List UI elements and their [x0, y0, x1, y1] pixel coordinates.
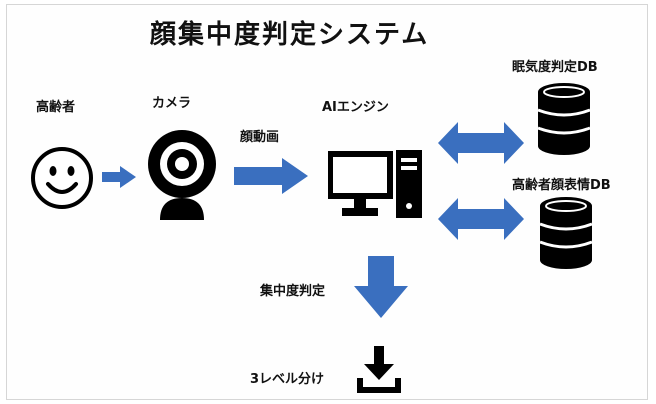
diagram-title: 顔集中度判定システム: [150, 20, 430, 50]
arrow-down-icon: [354, 256, 408, 318]
database-icon: [536, 82, 592, 156]
arrow-right-icon: [102, 166, 136, 188]
sleepiness-db-label: 眠気度判定DB: [512, 60, 598, 75]
smiley-face-icon: [30, 146, 94, 210]
download-icon: [356, 346, 402, 396]
webcam-icon: [146, 128, 218, 220]
database-icon: [538, 196, 594, 270]
elderly-face-db-label: 高齢者顔表情DB: [512, 178, 611, 193]
elderly-label: 高齢者: [36, 100, 76, 115]
concentration-judgment-label: 集中度判定: [260, 284, 326, 299]
camera-label: カメラ: [152, 96, 192, 111]
ai-engine-label: AIエンジン: [322, 100, 389, 115]
diagram-frame: [6, 4, 648, 400]
bidirectional-arrow-icon: [438, 122, 524, 164]
three-level-label: 3レベル分け: [250, 372, 325, 387]
bidirectional-arrow-icon: [438, 198, 524, 240]
arrow-right-icon: [234, 158, 308, 194]
face-video-label: 顔動画: [240, 130, 280, 145]
desktop-computer-icon: [328, 148, 424, 220]
